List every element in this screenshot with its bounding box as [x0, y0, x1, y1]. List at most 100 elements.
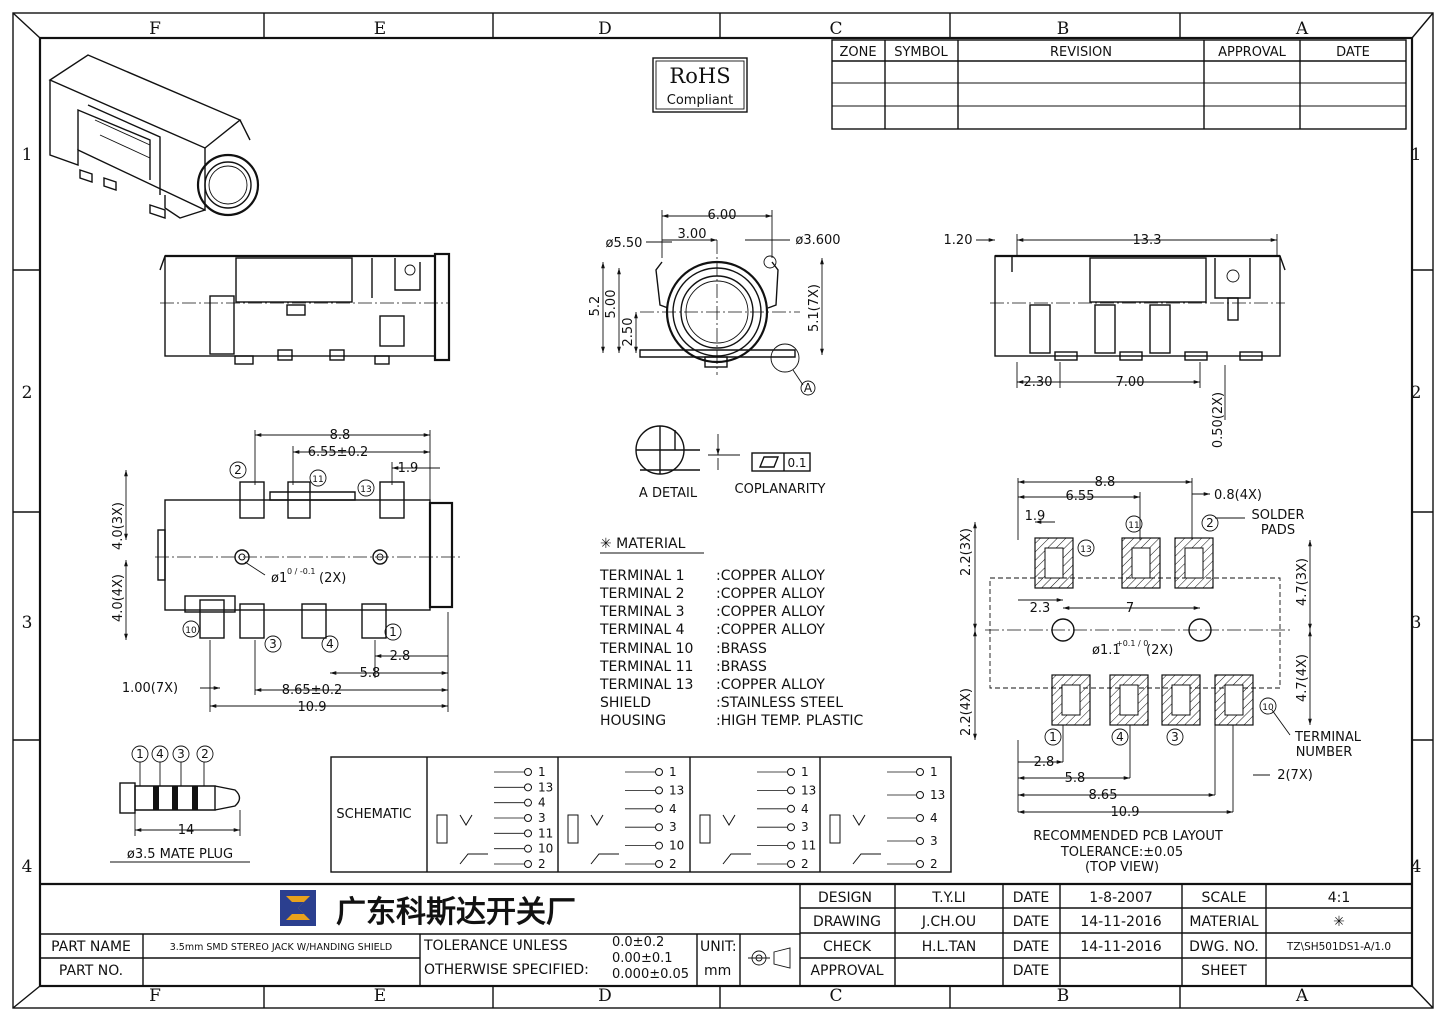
tolerance-value: 0.000±0.05: [612, 967, 689, 982]
dim-pcb-47b: 4.7(4X): [1295, 654, 1310, 702]
side-view: [159, 252, 451, 365]
schematic-pin: [787, 804, 795, 813]
material-part: TERMINAL 3: [599, 604, 685, 620]
schematic-pin: [916, 814, 924, 822]
schematic-pin: [524, 829, 532, 838]
check-name: H.L.TAN: [922, 939, 977, 955]
unit-label: UNIT:: [700, 939, 737, 955]
schematic-pin-label: 1: [669, 765, 677, 779]
detail-a: A DETAIL 0.1 COPLANARITY: [635, 425, 826, 501]
schematic-pin: [655, 768, 663, 776]
zone-label: A: [1295, 986, 1309, 1006]
zone-label: B: [1057, 19, 1070, 39]
pcb-terminal-number-label: TERMINAL: [1294, 730, 1362, 745]
schematic-pin: [524, 798, 532, 807]
material-part: TERMINAL 2: [599, 586, 685, 602]
company-name: 广东科斯达开关厂: [336, 895, 576, 930]
detail-a-label: A DETAIL: [639, 486, 698, 501]
schematic-pin-label: 4: [801, 802, 809, 816]
schematic-pin: [787, 786, 795, 795]
detail-ref-callout: A: [804, 381, 813, 395]
date-label: DATE: [1013, 890, 1049, 906]
zone-label: 4: [1411, 857, 1422, 877]
zone-label: E: [374, 19, 386, 39]
revision-header-date: DATE: [1336, 45, 1370, 60]
terminal-balloon: 10: [1262, 703, 1274, 713]
design-label: DESIGN: [818, 890, 872, 906]
terminal-balloon: 13: [360, 485, 371, 495]
schematic-pin-label: 3: [930, 834, 938, 848]
schematic-contact: [590, 853, 619, 865]
zone-row-labels-right: 1 2 3 4: [1411, 145, 1422, 877]
dim-top-19: 1.9: [398, 461, 419, 476]
material-value: :COPPER ALLOY: [716, 604, 825, 620]
terminal-balloon: 1: [1049, 730, 1057, 744]
solder-pad: [1121, 537, 1161, 589]
schematic-pin: [655, 823, 663, 832]
dim-pcb-22b: 2.2(4X): [959, 688, 974, 736]
terminal-balloon: 3: [177, 747, 185, 761]
dim-pcb-47a: 4.7(3X): [1295, 558, 1310, 606]
date-label: DATE: [1013, 939, 1049, 955]
schematic-pin: [787, 860, 795, 868]
dwg-no-value: TZ\SH501DS1-A/1.0: [1286, 941, 1391, 953]
material-value: ✳: [1333, 914, 1345, 930]
material-label: MATERIAL: [1189, 914, 1258, 930]
title-block: 广东科斯达开关厂 DESIGN T.Y.LI DATE 1-8-2007 SCA…: [40, 882, 1412, 986]
material-part: TERMINAL 4: [599, 622, 685, 638]
drawing-frame: [12, 12, 1434, 1009]
zone-label: 1: [1411, 145, 1422, 165]
dim-pcb-08: 0.8(4X): [1214, 488, 1262, 503]
zone-label: C: [829, 986, 842, 1006]
dim-plug-length: 14: [178, 823, 195, 838]
terminal-balloon: 1: [389, 625, 397, 639]
schematic-contact: [722, 814, 736, 826]
terminal-balloon: 1: [136, 747, 144, 761]
dim-pcb-109: 10.9: [1111, 805, 1140, 820]
dim-pcb-phi11: ø1.1: [1092, 643, 1121, 658]
material-heading: ✳ MATERIAL: [600, 536, 686, 552]
schematic-pin: [916, 791, 924, 799]
material-value: :COPPER ALLOY: [716, 622, 825, 638]
dim-front-500: 5.00: [604, 290, 619, 319]
zone-label: F: [149, 19, 161, 39]
scale-label: SCALE: [1202, 890, 1247, 906]
revision-header-zone: ZONE: [839, 45, 876, 60]
pcb-caption: TOLERANCE:±0.05: [1060, 845, 1183, 860]
material-value: :HIGH TEMP. PLASTIC: [716, 713, 864, 729]
schematic-pin-label: 1: [538, 765, 546, 779]
material-value: :BRASS: [716, 641, 767, 657]
zone-label: 3: [22, 613, 33, 633]
dim-top-28: 2.8: [390, 649, 411, 664]
schematic-pin-label: 13: [801, 783, 816, 797]
schematic-contact: [459, 814, 473, 826]
schematic-pin-label: 4: [538, 796, 546, 810]
schematic-contact: [852, 853, 881, 865]
schematic-pin-label: 2: [930, 857, 938, 871]
dim-top-40-4x: 4.0(4X): [111, 574, 126, 622]
pcb-terminal-number-label: NUMBER: [1296, 745, 1353, 760]
schematic-sleeve: [567, 814, 579, 844]
material-value: :STAINLESS STEEL: [716, 695, 843, 711]
dim-top-100: 1.00(7X): [122, 681, 178, 696]
isometric-view: [48, 54, 260, 219]
material-part: SHIELD: [600, 695, 651, 711]
dim-pcb-7: 7: [1126, 601, 1134, 616]
part-name-value: 3.5mm SMD STEREO JACK W/HANDING SHIELD: [170, 942, 393, 953]
dim-front-half: 3.00: [678, 227, 707, 242]
solder-pad: [1051, 674, 1091, 726]
pcb-solder-pads-label: SOLDER: [1252, 508, 1305, 523]
tolerance-label: TOLERANCE UNLESS: [423, 938, 568, 954]
date-label: DATE: [1013, 914, 1049, 930]
schematic-contact: [852, 814, 866, 826]
revision-table: ZONE SYMBOL REVISION APPROVAL DATE: [831, 39, 1407, 130]
scale-value: 4:1: [1328, 890, 1351, 906]
zone-column-labels-top: F E D C B A: [149, 19, 1309, 39]
schematic-sleeve: [699, 814, 711, 844]
terminal-balloon: 2: [234, 463, 242, 477]
schematic-pin: [655, 804, 663, 813]
part-no-label: PART NO.: [59, 963, 123, 979]
coplanarity-value: 0.1: [787, 456, 806, 470]
schematic-pin-label: 11: [538, 826, 553, 840]
